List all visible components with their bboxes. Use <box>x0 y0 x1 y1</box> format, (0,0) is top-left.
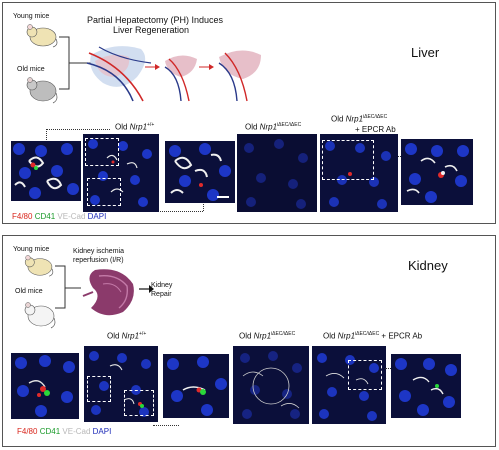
kidney-micrograph-knockout <box>233 346 309 424</box>
kidney-wt-inset-box-right <box>124 390 154 416</box>
liver-group2-label: Old Nrp1iΔEC/iΔEC <box>245 122 302 132</box>
legend-dapi: DAPI <box>87 212 107 221</box>
legend-dapi: DAPI <box>92 427 112 436</box>
legend-vecad: VE-Cad <box>57 212 86 221</box>
kidney-group1-label: Old Nrp1+/+ <box>107 331 147 341</box>
liver-group3-label-line1: Old Nrp1iΔEC/iΔEC <box>331 114 388 124</box>
kidney-micrograph-wt <box>84 346 158 422</box>
legend-f480: F4/80 <box>17 427 38 436</box>
legend-f480: F4/80 <box>12 212 33 221</box>
kidney-epcr-connector <box>385 368 391 369</box>
liver-young-mice-label: Young mice <box>13 13 50 20</box>
kidney-panel: Young mice Old mice Kidney ischemia repe… <box>2 235 496 447</box>
liver-panel: Young mice Old mice Partial Hepatectomy … <box>2 2 496 224</box>
kidney-channel-legend: F4/80 CD41 VE-Cad DAPI <box>17 428 111 436</box>
liver-group3-label-line2: + EPCR Ab <box>355 125 396 134</box>
kidney-wt-inset-box-left <box>87 376 111 402</box>
kidney-micrograph-zoom-left <box>11 353 79 419</box>
kidney-micrograph-epcr <box>312 346 386 424</box>
liver-micrograph-epcr <box>320 134 398 212</box>
liver-regeneration-illustration <box>86 46 261 102</box>
kidney-micrograph-zoom-mid <box>163 354 229 418</box>
liver-zoom-connector-left <box>46 129 47 140</box>
kidney-micrograph-zoom-right <box>391 354 461 418</box>
kidney-epcr-inset-box <box>348 360 382 390</box>
kidney-zoom-connector-bottom <box>153 425 179 426</box>
liver-old-mice-label: Old mice <box>17 66 45 73</box>
kidney-procedure-title-line2: reperfusion (I/R) <box>73 257 124 264</box>
liver-zoom-connector-bottom <box>153 211 203 212</box>
kidney-group-bracket <box>55 265 81 309</box>
liver-procedure-title-line2: Liver Regeneration <box>113 25 190 35</box>
kidney-group3-label: Old Nrp1iΔEC/iΔEC + EPCR Ab <box>323 331 423 341</box>
kidney-illustration <box>82 269 134 316</box>
liver-wt-inset-box-bottom <box>87 178 121 206</box>
kidney-group2-label: Old Nrp1iΔEC/iΔEC <box>239 331 296 341</box>
scale-bar <box>217 196 229 198</box>
young-mouse-icon <box>24 255 54 277</box>
kidney-heading: Kidney <box>408 258 448 273</box>
liver-wt-inset-box-top <box>85 138 119 166</box>
liver-zoom-connector-top <box>46 129 110 130</box>
kidney-old-mice-label: Old mice <box>15 288 43 295</box>
liver-micrograph-wt <box>83 134 159 212</box>
liver-heading: Liver <box>411 45 440 60</box>
kidney-repair-line2: Repair <box>151 291 172 298</box>
liver-group1-label: Old Nrp1+/+ <box>115 122 155 132</box>
liver-micrograph-knockout <box>237 134 317 212</box>
young-mouse-icon <box>26 24 58 48</box>
liver-zoom-connector-right <box>203 201 204 211</box>
liver-micrograph-zoom-mid <box>165 141 235 203</box>
liver-procedure-title-line1: Partial Hepatectomy (PH) Induces <box>87 15 224 25</box>
kidney-procedure-title-line1: Kidney ischemia <box>73 248 124 255</box>
legend-vecad: VE-Cad <box>62 427 91 436</box>
kidney-repair-line1: Kidney <box>151 282 173 289</box>
legend-cd41: CD41 <box>39 427 61 436</box>
liver-micrograph-zoom-right <box>401 139 473 205</box>
old-mouse-icon <box>24 302 56 329</box>
kidney-young-mice-label: Young mice <box>13 246 50 253</box>
arrow-icon <box>139 285 154 293</box>
liver-micrograph-zoom-left <box>11 141 81 201</box>
liver-channel-legend: F4/80 CD41 VE-Cad DAPI <box>12 213 106 221</box>
legend-cd41: CD41 <box>34 212 56 221</box>
old-mouse-icon <box>26 77 58 104</box>
liver-epcr-inset-box <box>322 140 374 180</box>
